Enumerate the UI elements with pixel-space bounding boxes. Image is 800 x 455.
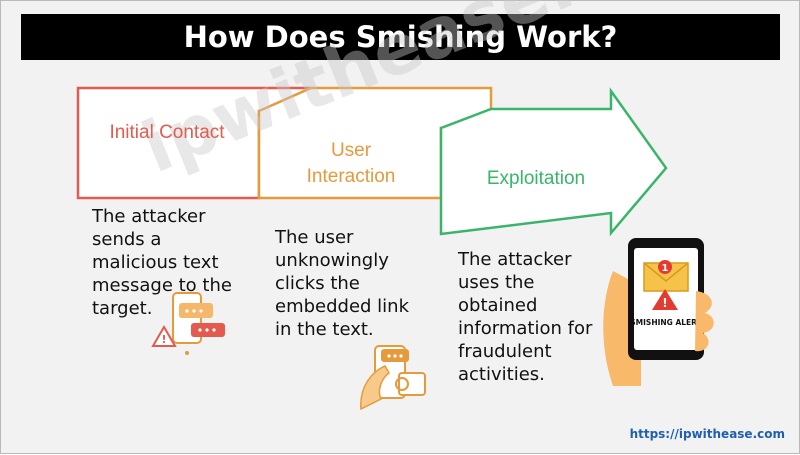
chat-phone-warning-icon: ! xyxy=(151,292,225,355)
description-line: The attacker xyxy=(92,206,206,227)
description-line: malicious text xyxy=(92,252,219,273)
description-line: message to the xyxy=(92,275,232,296)
footer-link[interactable]: https://ipwithease.com xyxy=(629,427,785,441)
svg-text:!: ! xyxy=(161,333,166,346)
description-line: obtained xyxy=(458,295,538,316)
description-line: target. xyxy=(92,298,153,319)
step-3-label: Exploitation xyxy=(486,168,586,189)
step-2-label-line-1: User xyxy=(330,140,372,161)
step-3-arrow xyxy=(439,87,668,237)
smishing-alert-label: SMISHING ALERT xyxy=(630,318,702,327)
page-title: How Does Smishing Work? xyxy=(21,14,780,60)
step-1-label: Initial Contact xyxy=(109,122,225,143)
description-line: information for xyxy=(458,318,593,339)
step-2-description: The user unknowingly clicks the embedded… xyxy=(275,226,409,341)
description-line: in the text. xyxy=(275,319,374,340)
step-2-label-line-2: Interaction xyxy=(306,166,396,187)
description-line: unknowingly xyxy=(275,250,389,271)
description-line: The user xyxy=(275,227,354,248)
description-line: fraudulent xyxy=(458,341,552,362)
hand-tap-link-icon xyxy=(360,345,426,411)
description-line: The attacker xyxy=(458,249,572,270)
phone-smishing-alert-icon: 1 ! SMISHING ALERT xyxy=(603,238,714,386)
description-line: activities. xyxy=(458,364,545,385)
description-line: embedded link xyxy=(275,296,410,317)
step-3-description: The attacker uses the obtained informati… xyxy=(458,248,592,386)
step-1-description: The attacker sends a malicious text mess… xyxy=(92,205,232,320)
alert-badge: 1 xyxy=(662,263,669,274)
description-line: sends a xyxy=(92,229,162,250)
step-2-label: User Interaction xyxy=(271,138,431,190)
description-line: uses the xyxy=(458,272,535,293)
svg-text:!: ! xyxy=(662,296,667,310)
description-line: clicks the xyxy=(275,273,360,294)
